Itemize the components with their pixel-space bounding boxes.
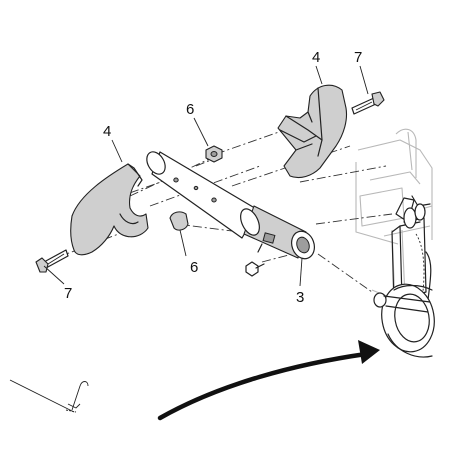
- callout-upper-nut: 6: [186, 101, 194, 118]
- wheel-hub-assembly: [373, 195, 435, 358]
- lower-bolt: [35, 249, 69, 273]
- curved-arrow-icon: [157, 340, 380, 421]
- upper-bolt: [351, 91, 385, 115]
- axle: [146, 151, 315, 260]
- handle-outline: [9, 379, 89, 413]
- upper-shield: [277, 84, 348, 179]
- callout-upper-bolt: 7: [354, 49, 362, 66]
- callout-upper-shield: 4: [312, 49, 320, 66]
- small-bolt-head: [245, 261, 265, 277]
- leader-lines: [43, 65, 369, 287]
- callout-left-shield: 4: [103, 123, 111, 140]
- callout-lower-bolt: 7: [64, 285, 72, 302]
- lower-nut: [169, 211, 189, 231]
- callout-axle: 3: [296, 289, 304, 306]
- callout-lower-nut: 6: [190, 259, 198, 276]
- upper-nut: [205, 145, 223, 163]
- left-shield: [70, 163, 149, 256]
